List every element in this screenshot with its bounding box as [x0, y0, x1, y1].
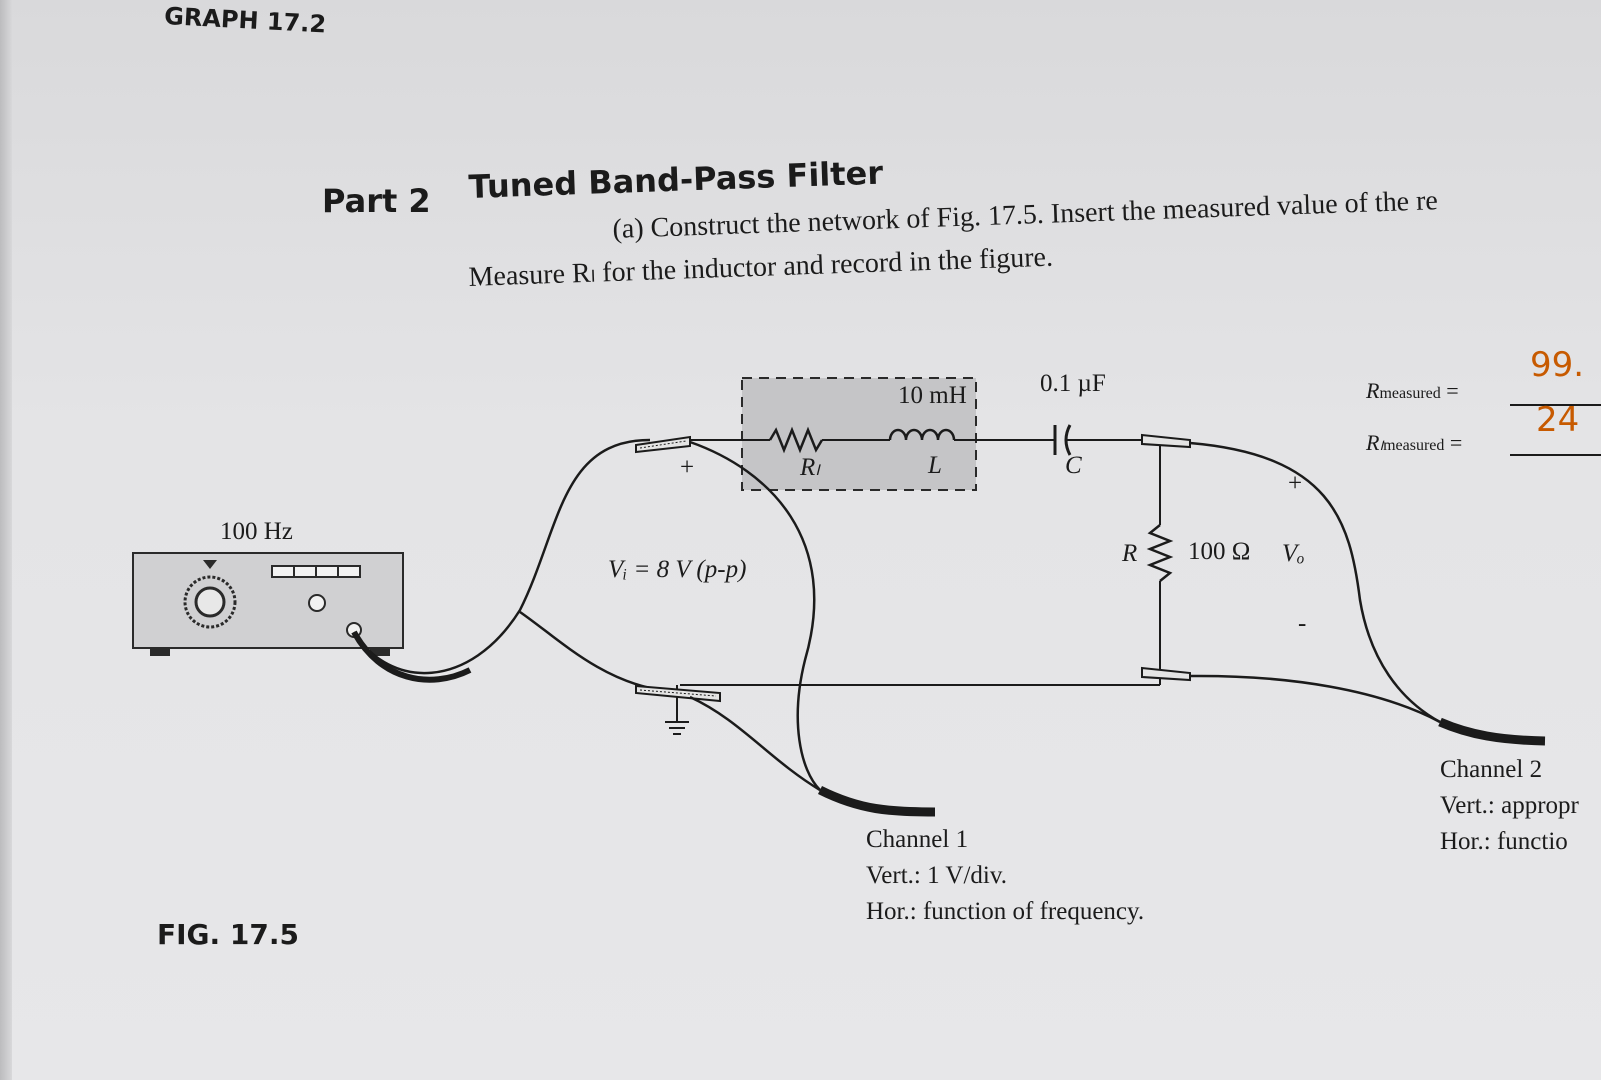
clip-output-top: [1141, 433, 1191, 449]
display-icon: [271, 565, 361, 578]
channel2-hor: Hor.: functio: [1440, 828, 1568, 855]
channel1-name: Channel 1: [866, 826, 969, 853]
page-edge: [0, 0, 12, 1080]
input-plus-sign: +: [680, 454, 695, 481]
part-label: Part 2: [322, 182, 431, 220]
channel2-name: Channel 2: [1440, 756, 1543, 783]
winding-resistance-icon: [768, 426, 824, 454]
generator-ground-lead: [519, 610, 661, 692]
channel1-signal-lead: [689, 440, 821, 791]
output-minus-sign: -: [1298, 610, 1307, 637]
channel1-cable: [817, 785, 936, 817]
output-voltage-label: Vₒ: [1282, 540, 1305, 567]
output-plus-sign: +: [1288, 470, 1303, 497]
channel2-cable: [1438, 717, 1546, 746]
inductor-coil-icon: [888, 428, 956, 441]
capacitor-symbol: C: [1065, 452, 1082, 479]
generator-frequency: 100 Hz: [220, 518, 293, 545]
input-voltage-label: Vᵢ = 8 V (p-p): [608, 556, 747, 583]
channel1-hor: Hor.: function of frequency.: [866, 898, 1145, 925]
channel1-ground-lead: [689, 695, 821, 792]
clip-input-top: [635, 435, 691, 454]
inductance-value: 10 mH: [898, 382, 967, 409]
figure-caption: FIG. 17.5: [157, 918, 299, 951]
rl-measured-label: Rₗmeasured =: [1366, 430, 1463, 455]
clip-input-bottom: [635, 684, 721, 703]
generator-cable-thick: [351, 630, 472, 683]
clip-output-bottom: [1141, 666, 1191, 682]
channel2-signal-lead: [1189, 441, 1441, 724]
channel1-vert: Vert.: 1 V/div.: [866, 862, 1007, 889]
generator-cable: [352, 438, 651, 675]
r-measured-label: Rmeasured =: [1366, 378, 1459, 403]
frequency-dial-icon: [183, 560, 237, 629]
channel2-ground-lead: [1189, 674, 1441, 724]
inductor-symbol: L: [928, 452, 942, 479]
resistance-value: 100 Ω: [1188, 538, 1251, 565]
winding-resistance-label: Rₗ: [800, 454, 820, 481]
ground-icon: [665, 685, 689, 735]
channel2-vert: Vert.: appropr: [1440, 792, 1579, 819]
resistor-icon: [1146, 524, 1174, 582]
knob-icon: [308, 594, 326, 612]
r-measured-value: 99.: [1530, 345, 1585, 385]
resistor-symbol: R: [1122, 540, 1138, 567]
function-generator: [132, 552, 404, 656]
rl-measured-value: 24: [1536, 400, 1580, 440]
capacitance-value: 0.1 µF: [1040, 370, 1106, 397]
